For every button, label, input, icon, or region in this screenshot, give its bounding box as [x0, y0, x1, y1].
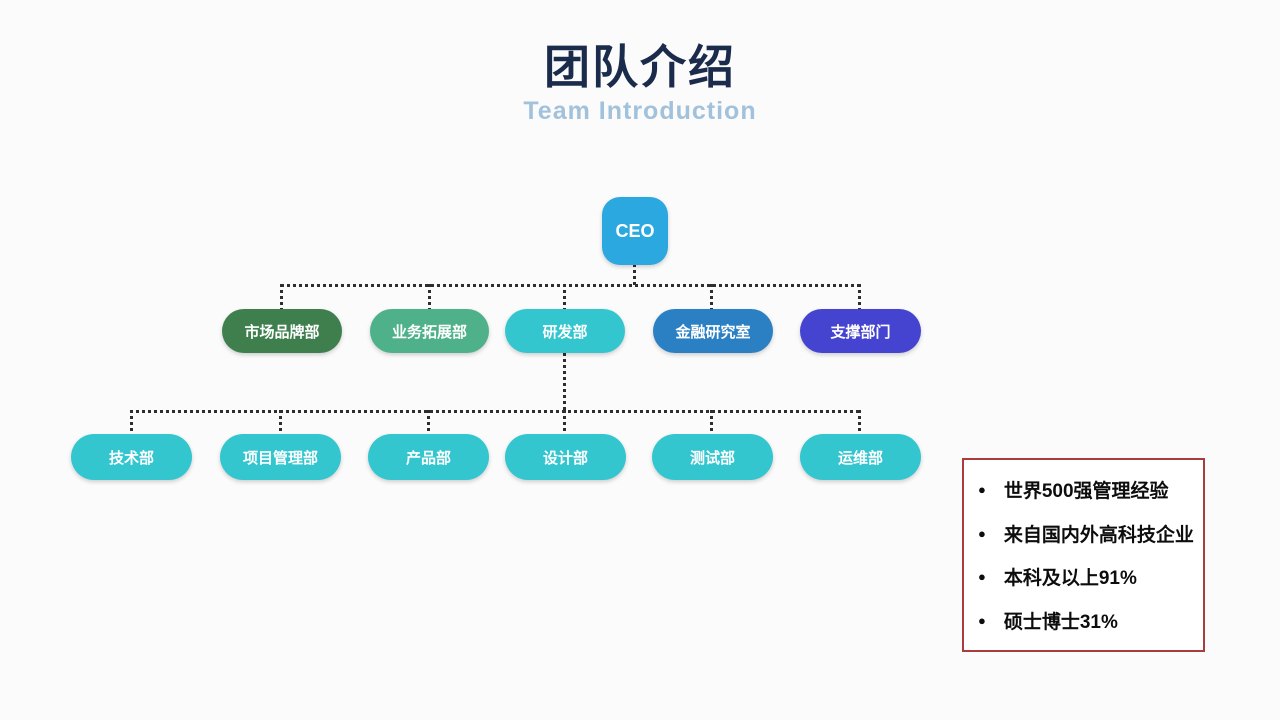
org-node-market-brand-dept: 市场品牌部 [222, 309, 342, 353]
connector-line [130, 410, 133, 434]
bullet-text: 硕士博士31% [1003, 611, 1118, 633]
connector-line [710, 410, 713, 434]
connector-line [563, 284, 566, 309]
highlights-panel: ● 世界500强管理经验 ● 来自国内外高科技企业 ● 本科及以上91% ● 硕… [962, 458, 1205, 652]
bullet-text: 世界500强管理经验 [1003, 481, 1169, 503]
org-node-project-mgmt-dept: 项目管理部 [220, 434, 341, 480]
bullet-icon: ● [978, 612, 986, 628]
org-node-rnd-dept: 研发部 [505, 309, 625, 353]
org-node-operations-dept: 运维部 [800, 434, 921, 480]
list-item: ● 世界500强管理经验 [976, 476, 1191, 503]
org-node-product-dept: 产品部 [368, 434, 489, 480]
list-item: ● 本科及以上91% [976, 563, 1191, 590]
page-subtitle: Team Introduction [523, 97, 757, 126]
bullet-icon: ● [978, 525, 986, 541]
connector-line [427, 410, 430, 434]
connector-line [130, 410, 861, 413]
connector-line [281, 284, 861, 287]
connector-line [280, 284, 283, 309]
connector-line [563, 410, 566, 434]
connector-line [633, 264, 636, 285]
connector-line [563, 353, 566, 410]
org-node-testing-dept: 测试部 [652, 434, 773, 480]
org-node-design-dept: 设计部 [505, 434, 626, 480]
org-node-ceo: CEO [602, 197, 668, 265]
connector-line [858, 410, 861, 434]
list-item: ● 来自国内外高科技企业 [976, 520, 1194, 547]
connector-line [858, 284, 861, 309]
bullet-icon: ● [978, 569, 986, 585]
org-node-business-dev-dept: 业务拓展部 [370, 309, 489, 353]
org-node-support-dept: 支撑部门 [800, 309, 921, 353]
connector-line [279, 410, 282, 434]
list-item: ● 硕士博士31% [976, 607, 1191, 634]
bullet-text: 本科及以上91% [1003, 568, 1137, 590]
slide-header: 团队介绍 Team Introduction [0, 40, 1280, 126]
org-node-technology-dept: 技术部 [71, 434, 192, 480]
bullet-text: 来自国内外高科技企业 [1003, 524, 1194, 546]
org-node-finance-research-office: 金融研究室 [653, 309, 773, 353]
connector-line [710, 284, 713, 309]
bullet-icon: ● [978, 482, 986, 498]
connector-line [428, 284, 431, 309]
page-title: 团队介绍 [544, 41, 736, 93]
